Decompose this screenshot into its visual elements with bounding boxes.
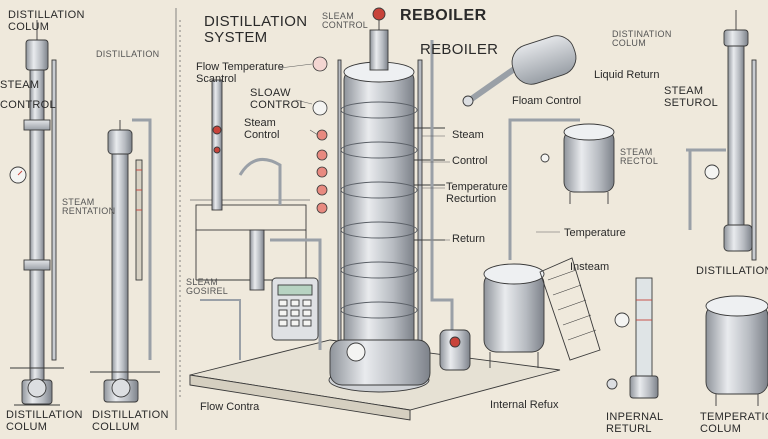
label-return-mid: Return: [452, 233, 486, 245]
steam-tank: [540, 123, 615, 204]
label-flow-control-bottom: Flow Contra: [200, 401, 260, 413]
label-distillation-right: Distillation: [696, 265, 768, 277]
right-column: [686, 10, 757, 261]
label-distillation-collum-bl2: Distillation Collum: [92, 409, 169, 433]
reflux-drum: [483, 118, 601, 368]
left-column-2: [90, 118, 160, 403]
gauge-column: [606, 277, 659, 399]
label-floam-control: Floam Control: [512, 95, 582, 107]
label-distillation-tl: Distillation: [96, 49, 160, 59]
label-sleam-control-top: Sleam Control: [322, 11, 369, 31]
label-reboiler-sub: Reboiler: [420, 41, 499, 58]
reboiler-unit: [462, 35, 577, 107]
label-distillation-colum-bl: Distillation Colum: [6, 409, 83, 433]
label-sleam-gosirel: Sleam Gosirel: [186, 277, 229, 297]
indicator-valves: [312, 56, 328, 214]
label-steam-mid: Steam: [452, 129, 484, 141]
main-distillation-column: [328, 7, 431, 393]
label-steam-control: Steam Control: [244, 117, 280, 141]
label-distillation-colum-tl: Distillation Colum: [8, 9, 85, 33]
left-column-1: [9, 20, 64, 406]
label-inpernal-returl: Inpernal Returl: [606, 411, 664, 435]
label-insteam: Insteam: [570, 261, 610, 273]
label-flow-temperature-scantrol: Flow Temperature Scantrol: [196, 61, 284, 85]
label-liquid-return: Liquid Return: [594, 69, 660, 81]
frame-lines: [175, 8, 310, 430]
label-temperation-colum: Temperation Colum: [700, 411, 768, 435]
label-internal-refux: Internal Refux: [490, 399, 559, 411]
label-control-mid: Control: [452, 155, 488, 167]
label-distillation-system: Distillation System: [204, 13, 308, 46]
label-temperature-recturtion: Temperature Recturtion: [446, 181, 508, 205]
control-panel-box: [271, 277, 319, 341]
leader-lines: [279, 63, 560, 241]
label-steam-rectol: Steam Rectol: [620, 147, 659, 167]
label-temperature-right: Temperature: [564, 227, 626, 239]
main-right-pipes: [414, 40, 471, 371]
right-tank: [705, 295, 768, 406]
label-steam-left: Steam: [0, 79, 40, 91]
left-scaffold: [195, 79, 322, 360]
label-reboiler-title: Reboiler: [400, 7, 487, 24]
label-distination-colum: Distination Colum: [612, 29, 672, 49]
label-steam-seturol: Steam Seturol: [664, 85, 719, 109]
label-steam-rentation: Steam Rentation: [62, 197, 116, 217]
label-sloaw-control: Sloaw Control: [250, 87, 306, 111]
label-control-left: Control: [0, 99, 56, 111]
